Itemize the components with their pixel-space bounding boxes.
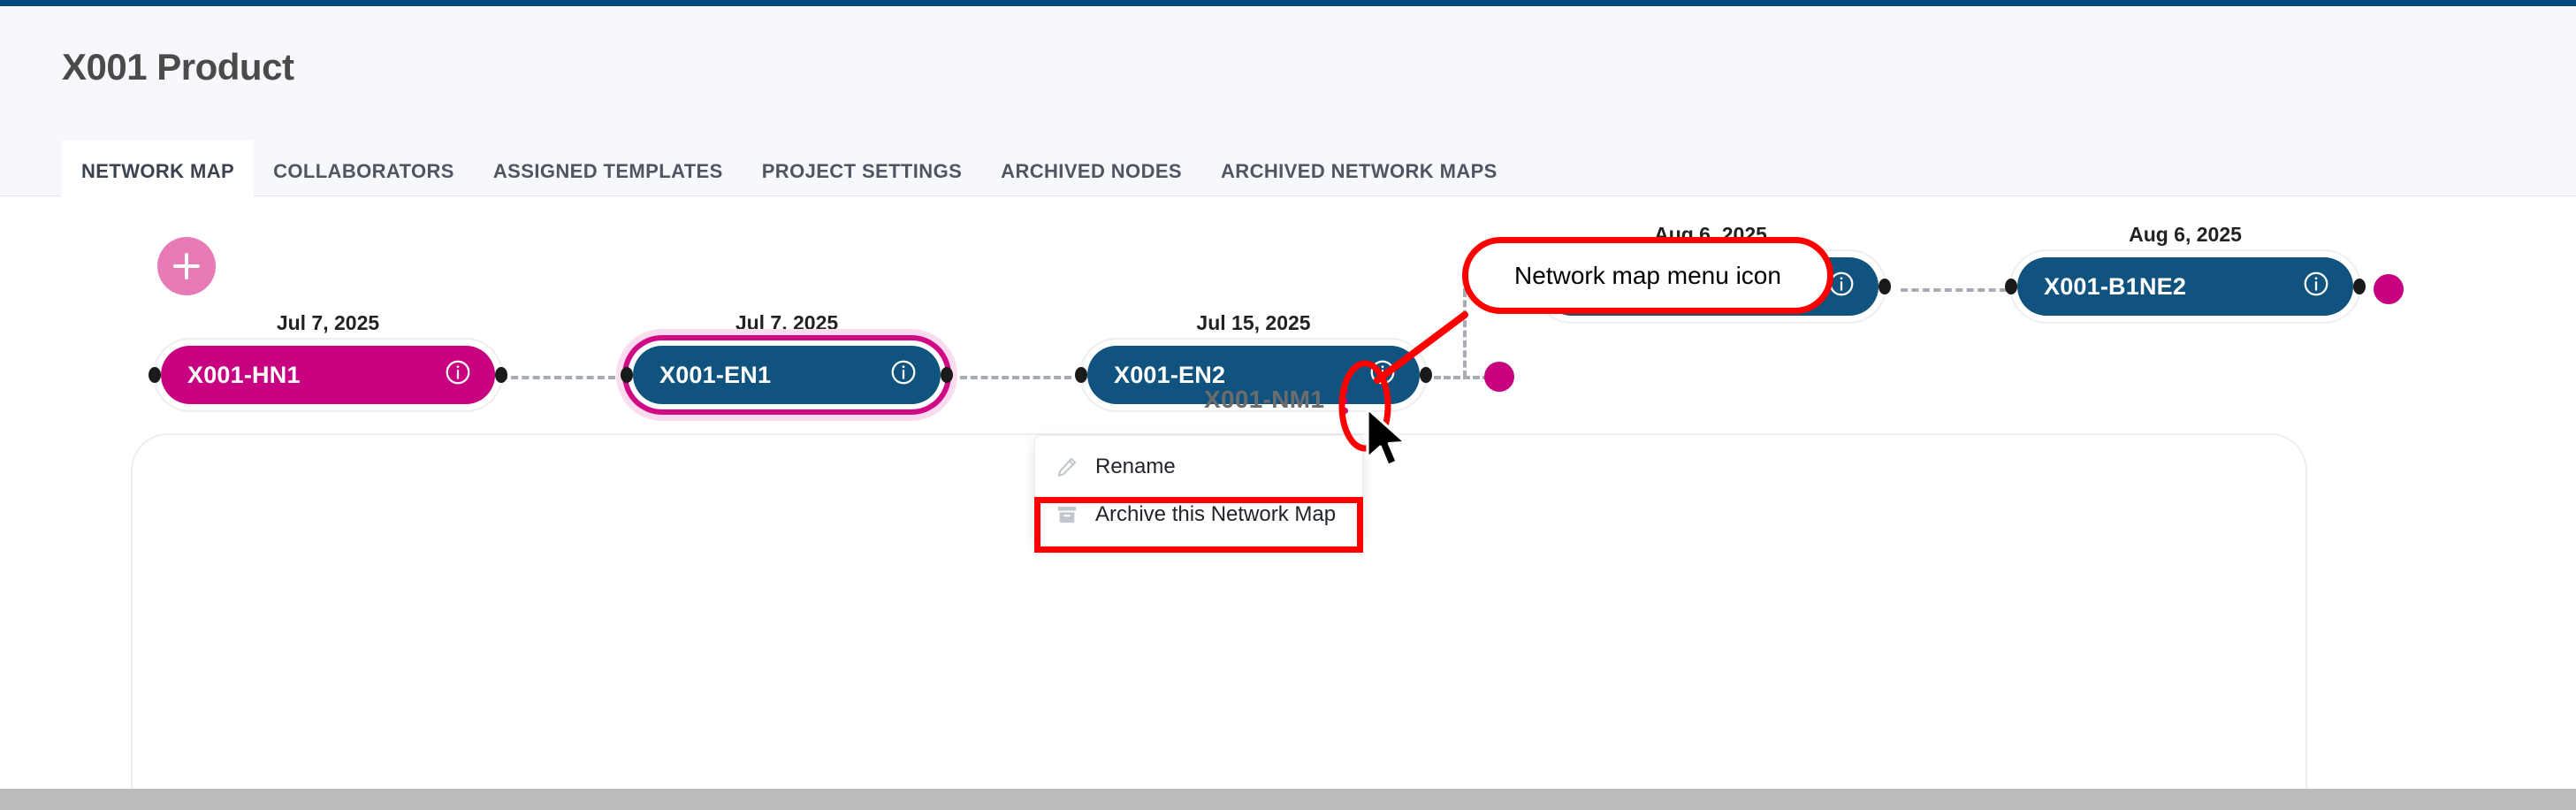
edge-hn1-en1 (500, 376, 615, 379)
menu-item-label: Archive this Network Map (1095, 502, 1337, 526)
node-handle-left[interactable] (1530, 279, 1543, 294)
node-handle-left[interactable] (2005, 279, 2017, 294)
archive-box-icon (1055, 502, 1079, 527)
network-map-context-menu: Rename Archive this Network Map (1034, 435, 1363, 546)
node-group-b1ne2: Aug 6, 2025 X001-B1NE2 (2005, 223, 2366, 316)
node-handle-right[interactable] (1420, 367, 1432, 383)
pencil-icon (1055, 455, 1079, 479)
network-map-canvas[interactable]: Jul 7, 2025 X001-HN1 Jul 7, 2025 X001-EN… (0, 196, 2576, 789)
menu-item-rename[interactable]: Rename (1035, 443, 1362, 491)
menu-item-archive-network-map[interactable]: Archive this Network Map (1035, 491, 1362, 539)
node-handle-right[interactable] (495, 367, 507, 383)
node-x001-hn1[interactable]: X001-HN1 (149, 346, 507, 404)
node-handle-left[interactable] (1075, 367, 1087, 383)
node-date: Jul 7, 2025 (735, 311, 839, 334)
node-label: X001-HN1 (187, 361, 301, 388)
tab-network-map[interactable]: NETWORK MAP (62, 141, 255, 202)
node-label: X001-EN1 (659, 361, 772, 388)
tab-bar: NETWORK MAP COLLABORATORS ASSIGNED TEMPL… (62, 141, 1517, 202)
top-accent-bar (0, 0, 2576, 6)
tab-archived-nodes[interactable]: ARCHIVED NODES (1001, 160, 1183, 182)
node-group-hn1: Jul 7, 2025 X001-HN1 (149, 311, 507, 404)
page-title: X001 Product (62, 46, 294, 88)
tab-assigned-templates[interactable]: ASSIGNED TEMPLATES (492, 160, 723, 182)
add-node-button[interactable] (157, 237, 216, 295)
tab-archived-network-maps[interactable]: ARCHIVED NETWORK MAPS (1221, 160, 1498, 182)
node-date: Jul 7, 2025 (276, 311, 380, 334)
node-handle-right[interactable] (1879, 279, 1891, 294)
node-date: Jul 15, 2025 (1196, 311, 1311, 334)
info-icon[interactable] (1827, 270, 1856, 304)
node-handle-right[interactable] (941, 367, 953, 383)
node-label: X001-B1NE2 (2044, 272, 2187, 300)
node-x001-en1[interactable]: X001-EN1 (621, 346, 953, 404)
tab-collaborators[interactable]: COLLABORATORS (273, 160, 454, 182)
endpoint-dot-upper[interactable] (2374, 274, 2404, 304)
page-header: X001 Product NETWORK MAP COLLABORATORS A… (0, 6, 2576, 202)
node-x001-b1ne1[interactable]: X001-B1NE1 (1530, 257, 1891, 316)
edge-en1-en2 (960, 376, 1071, 379)
node-x001-b1ne2[interactable]: X001-B1NE2 (2005, 257, 2366, 316)
edge-b1ne1-b1ne2 (1901, 288, 2007, 292)
node-group-en1: Jul 7, 2025 X001-EN1 (621, 311, 953, 404)
edge-branch-riser (1463, 290, 1467, 378)
info-icon[interactable] (889, 358, 918, 393)
network-map-title-row: X001-NM1 (1204, 385, 1356, 415)
info-icon[interactable] (1368, 358, 1397, 393)
node-handle-left[interactable] (621, 367, 633, 383)
node-group-b1ne1: Aug 6, 2025 X001-B1NE1 (1530, 223, 1891, 316)
node-handle-left[interactable] (149, 367, 161, 383)
endpoint-dot-lower[interactable] (1484, 362, 1514, 392)
tab-project-settings[interactable]: PROJECT SETTINGS (761, 160, 963, 182)
horizontal-scrollbar-thumb[interactable] (2, 791, 2557, 808)
network-map-title: X001-NM1 (1204, 386, 1325, 413)
info-icon[interactable] (444, 358, 472, 393)
kebab-menu-icon[interactable] (1333, 385, 1356, 415)
node-date: Aug 6, 2025 (1654, 223, 1767, 246)
menu-item-label: Rename (1095, 455, 1176, 478)
node-label: X001-B1NE1 (1569, 272, 1712, 300)
node-label: X001-EN2 (1114, 361, 1226, 388)
node-date: Aug 6, 2025 (2129, 223, 2242, 246)
info-icon[interactable] (2302, 270, 2330, 304)
edge-branch-b1ne1 (1463, 288, 1534, 292)
node-handle-right[interactable] (2353, 279, 2366, 294)
